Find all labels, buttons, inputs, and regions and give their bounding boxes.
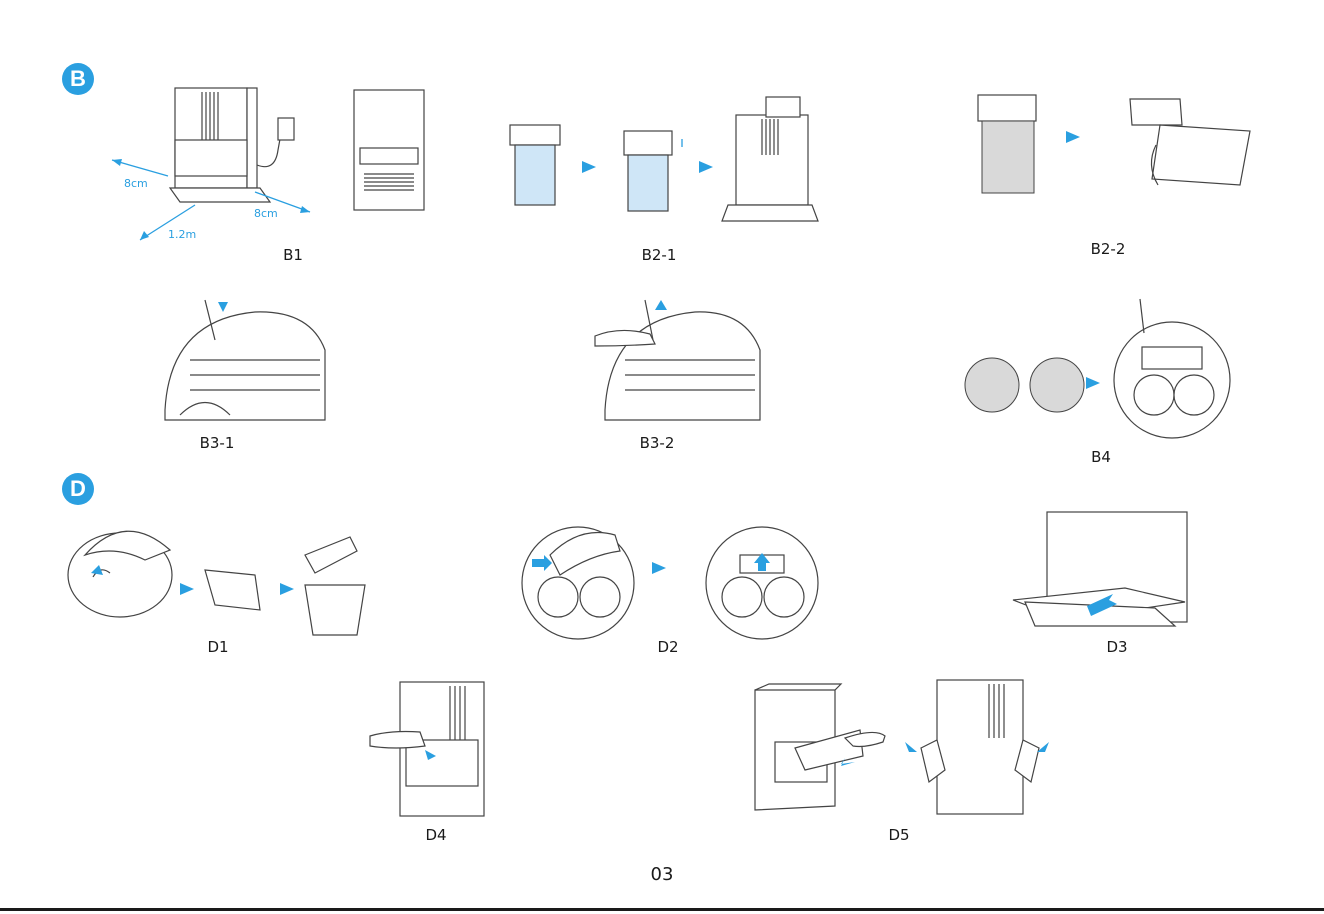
d4-illustration-wipe-cover bbox=[370, 680, 500, 820]
b3-1-illustration-side-brush-install bbox=[160, 290, 330, 430]
d5-illustration-filter-clean bbox=[745, 678, 1055, 820]
page-number: 03 bbox=[632, 864, 692, 885]
b4-illustration-mop-pads bbox=[962, 295, 1242, 445]
section-d-badge: D bbox=[62, 473, 94, 505]
figure-label-b1: B1 bbox=[253, 246, 333, 264]
figure-label-b2-1: B2-1 bbox=[619, 246, 699, 264]
d3-illustration-base-tray bbox=[1005, 512, 1205, 632]
b3-2-illustration-side-brush-remove bbox=[595, 290, 765, 430]
b1-illustration-station-clearance bbox=[100, 80, 440, 260]
figure-label-d4: D4 bbox=[396, 826, 476, 844]
b2-2-illustration-tank-drain bbox=[970, 85, 1270, 205]
d2-illustration-dustbin-remove bbox=[510, 515, 830, 635]
dimension-front-label: 1.2m bbox=[168, 228, 196, 241]
bottom-rule bbox=[0, 908, 1324, 911]
figure-label-b3-2: B3-2 bbox=[617, 434, 697, 452]
figure-label-d2: D2 bbox=[628, 638, 708, 656]
figure-label-d3: D3 bbox=[1077, 638, 1157, 656]
d1-illustration-dustbin-empty bbox=[65, 515, 385, 635]
dimension-right-label: 8cm bbox=[254, 207, 278, 220]
b2-1-illustration-water-tank bbox=[500, 95, 830, 235]
figure-label-b4: B4 bbox=[1061, 448, 1141, 466]
section-b-badge: B bbox=[62, 63, 94, 95]
figure-label-d1: D1 bbox=[178, 638, 258, 656]
figure-label-b3-1: B3-1 bbox=[177, 434, 257, 452]
figure-label-b2-2: B2-2 bbox=[1068, 240, 1148, 258]
figure-label-d5: D5 bbox=[859, 826, 939, 844]
dimension-left-label: 8cm bbox=[124, 177, 148, 190]
